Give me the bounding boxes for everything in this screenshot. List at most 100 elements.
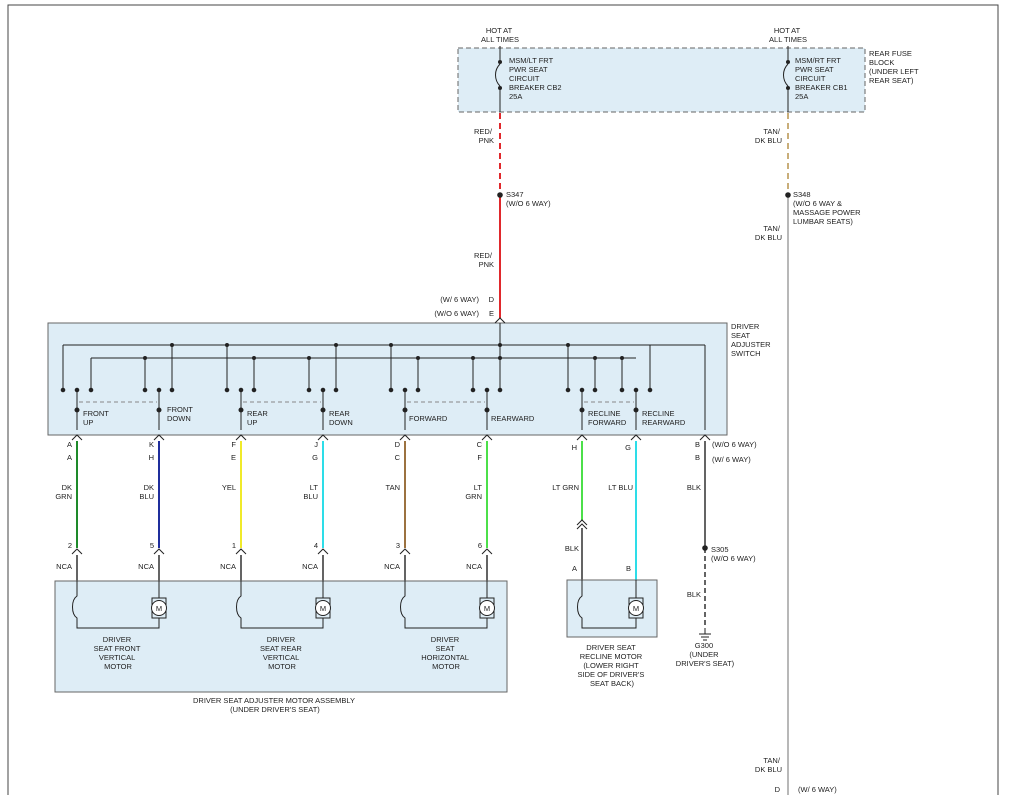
- ground-label: G300 (UNDER DRIVER'S SEAT): [676, 641, 735, 668]
- svg-text:M: M: [633, 604, 639, 613]
- motor-connector-pins: 2 5 1 4 3 6 NCA NCA NCA NCA NCA NCA A B: [56, 541, 631, 573]
- driver-seat-adjuster-motor-assembly: M M M DRIVER SEAT FRONT VERTICAL MOTOR D…: [54, 580, 508, 714]
- horizontal-motor-icon: [479, 600, 495, 616]
- svg-text:K: K: [149, 440, 154, 449]
- motor-connectors: [71, 548, 493, 555]
- wire-label-tan-dkblu-1: TAN/ DK BLU: [755, 127, 782, 145]
- svg-text:H: H: [149, 453, 154, 462]
- svg-text:2: 2: [68, 541, 72, 550]
- switch-input-w6-pin: D: [489, 295, 495, 304]
- rear-vertical-motor-label: DRIVER SEAT REAR VERTICAL MOTOR: [260, 635, 304, 671]
- switch-output-connectors: [71, 434, 711, 441]
- splice-s348-dot: [785, 192, 791, 198]
- switch-label: DRIVER SEAT ADJUSTER SWITCH: [731, 322, 773, 358]
- splice-s305-label: S305(W/O 6 WAY): [711, 545, 756, 563]
- switch-contact-recline-rearward: [619, 387, 653, 430]
- svg-text:G: G: [625, 443, 631, 452]
- svg-text:B: B: [695, 453, 700, 462]
- driver-seat-recline-motor: M DRIVER SEAT RECLINE MOTOR (LOWER RIGHT…: [566, 579, 658, 688]
- svg-text:F: F: [477, 453, 482, 462]
- motor-lead-lines: [76, 555, 488, 581]
- svg-text:A: A: [67, 453, 72, 462]
- svg-text:NCA: NCA: [302, 562, 318, 571]
- svg-text:BLK: BLK: [687, 483, 701, 492]
- splice-s347-label: S347 (W/O 6 WAY): [506, 190, 551, 208]
- svg-text:4: 4: [314, 541, 318, 550]
- motor-assembly-box: [54, 580, 508, 693]
- svg-text:NCA: NCA: [138, 562, 154, 571]
- svg-text:(W/ 6 WAY): (W/ 6 WAY): [712, 455, 751, 464]
- svg-text:M: M: [320, 604, 326, 613]
- rear-vertical-motor-icon: [315, 600, 331, 616]
- fuse-block-label: REAR FUSE BLOCK (UNDER LEFT REAR SEAT): [869, 49, 921, 85]
- svg-text:NCA: NCA: [220, 562, 236, 571]
- diagram-frame: [7, 4, 999, 795]
- bottom-connector-note: (W/ 6 WAY): [798, 785, 837, 794]
- wire-label-red-pnk-2: RED/ PNK: [474, 251, 494, 269]
- fuse-block-box: [457, 47, 866, 113]
- rear-fuse-block: HOT AT ALL TIMES HOT AT ALL TIMES MSM/LT…: [457, 26, 921, 113]
- switch-contact-rear-up: [224, 387, 257, 430]
- svg-text:BLK: BLK: [565, 544, 579, 553]
- recline-inline-connector-icon: [576, 519, 588, 526]
- driver-seat-adjuster-switch: DRIVER SEAT ADJUSTER SWITCH: [47, 317, 773, 436]
- wire-label-red-pnk-1: RED/ PNK: [474, 127, 494, 145]
- svg-text:F: F: [231, 440, 236, 449]
- svg-text:C: C: [477, 440, 483, 449]
- svg-text:5: 5: [150, 541, 154, 550]
- svg-text:M: M: [156, 604, 162, 613]
- right-breaker-label: MSM/RT FRT PWR SEAT CIRCUIT BREAKER CB1 …: [795, 56, 850, 101]
- motor-assembly-caption: DRIVER SEAT ADJUSTER MOTOR ASSEMBLY (UND…: [193, 696, 357, 714]
- front-vertical-motor-icon: [151, 600, 167, 616]
- switch-bus-junctions: [143, 343, 624, 360]
- ground-g300: G300 (UNDER DRIVER'S SEAT): [676, 628, 735, 668]
- switch-position-rearward: REARWARD: [491, 414, 535, 423]
- switch-contact-rearward: [470, 387, 503, 430]
- switch-pin-labels: A A K H F E J G D C C F H G B B (W/O 6 W…: [67, 440, 757, 464]
- svg-text:YEL: YEL: [222, 483, 236, 492]
- red-pnk-circuit: RED/ PNK S347 (W/O 6 WAY) RED/ PNK (W/ 6…: [434, 113, 551, 318]
- front-vertical-motor-label: DRIVER SEAT FRONT VERTICAL MOTOR: [94, 635, 143, 671]
- splice-s348-label: S348 (W/O 6 WAY & MASSAGE POWER LUMBAR S…: [793, 190, 863, 226]
- svg-text:A: A: [67, 440, 72, 449]
- right-circuit-breaker-icon: [783, 60, 790, 112]
- svg-text:TAN: TAN: [386, 483, 400, 492]
- svg-text:LT BLU: LT BLU: [608, 483, 633, 492]
- motor-wires: [76, 441, 708, 628]
- switch-contact-recline-forward: [565, 387, 598, 430]
- bottom-connector-pin: D: [775, 785, 781, 794]
- switch-position-forward: FORWARD: [409, 414, 448, 423]
- svg-text:M: M: [484, 604, 490, 613]
- switch-input-connector-icon: [494, 317, 506, 324]
- wire-label-tan-dkblu-3: TAN/ DK BLU: [755, 756, 782, 774]
- svg-text:J: J: [314, 440, 318, 449]
- left-circuit-breaker-icon: [495, 60, 502, 112]
- svg-text:BLK: BLK: [687, 590, 701, 599]
- ground-icon: [699, 628, 711, 641]
- left-feed-label: HOT AT ALL TIMES: [481, 26, 519, 44]
- switch-contact-front-up: [60, 387, 94, 430]
- switch-input-wo6-note: (W/O 6 WAY): [434, 309, 479, 318]
- recline-motor-label: DRIVER SEAT RECLINE MOTOR (LOWER RIGHT S…: [578, 643, 647, 688]
- svg-text:D: D: [395, 440, 401, 449]
- switch-contact-rear-down: [306, 387, 339, 430]
- svg-text:LT GRN: LT GRN: [552, 483, 579, 492]
- svg-text:NCA: NCA: [56, 562, 72, 571]
- svg-text:1: 1: [232, 541, 236, 550]
- svg-text:G: G: [312, 453, 318, 462]
- switch-input-w6-note: (W/ 6 WAY): [440, 295, 479, 304]
- splice-s347-dot: [497, 192, 503, 198]
- svg-text:B: B: [626, 564, 631, 573]
- recline-motor-icon: [628, 600, 644, 616]
- svg-text:C: C: [395, 453, 401, 462]
